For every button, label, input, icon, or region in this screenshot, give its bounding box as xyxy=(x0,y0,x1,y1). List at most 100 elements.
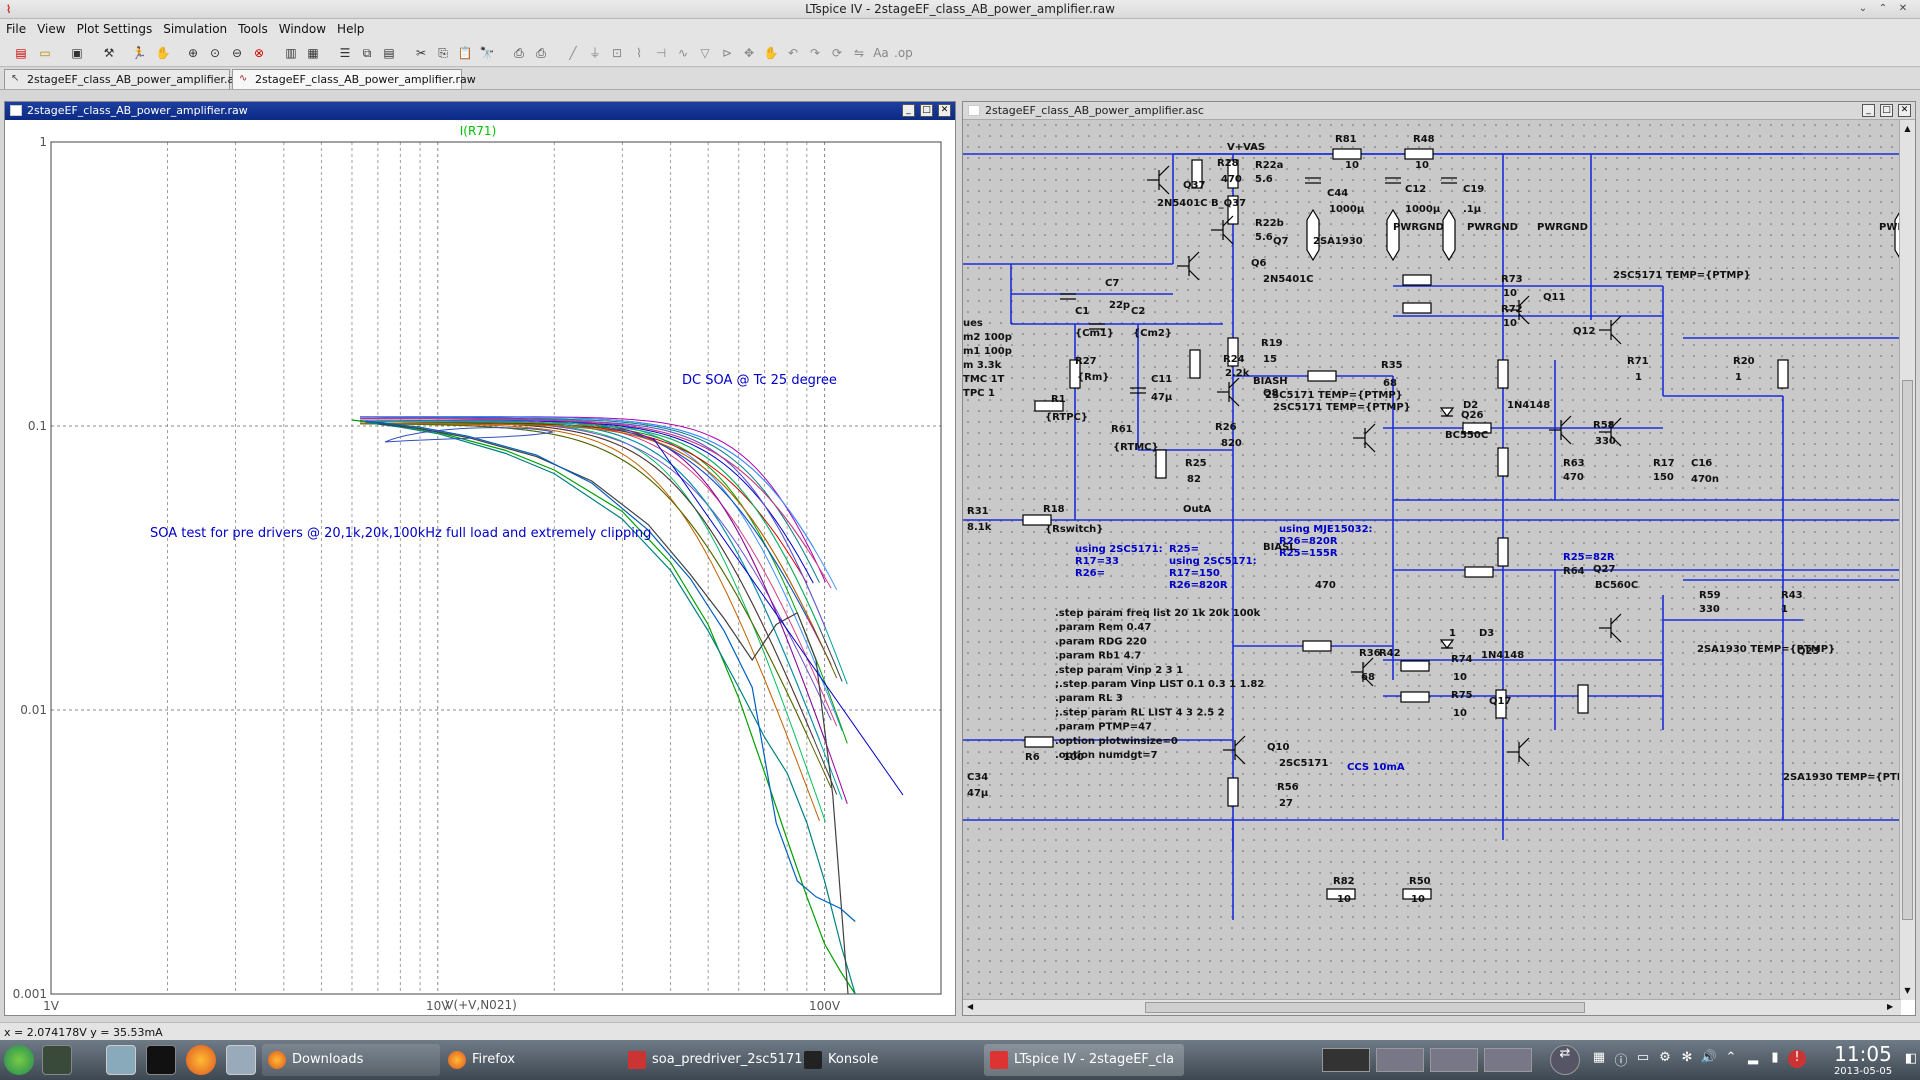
scroll-up-icon[interactable]: ▲ xyxy=(1904,124,1911,133)
update-icon[interactable]: ! xyxy=(1788,1050,1806,1068)
ground-icon[interactable]: ⏚ xyxy=(588,46,601,60)
zoom-out-icon[interactable]: ⊖ xyxy=(231,46,243,60)
label-net-icon[interactable]: ⊡ xyxy=(611,46,623,60)
desktop-icon[interactable] xyxy=(226,1045,256,1075)
drag-icon[interactable]: ✋ xyxy=(763,46,779,60)
halt-icon[interactable]: ✋ xyxy=(155,46,171,60)
control-panel-icon[interactable]: ⚒ xyxy=(103,46,115,60)
settings-gear-icon[interactable]: ⚙ xyxy=(1659,1050,1671,1065)
wifi-signal-icon[interactable]: ▂ xyxy=(1748,1050,1758,1065)
schematic-hscroll-thumb[interactable] xyxy=(1145,1002,1585,1013)
clipboard-icon[interactable]: ▭ xyxy=(1636,1050,1650,1065)
cut-icon[interactable]: ✂ xyxy=(415,46,427,60)
cascade-icon[interactable]: ⧉ xyxy=(362,46,372,60)
task-ltspice[interactable]: LTspice IV - 2stageEF_cla xyxy=(984,1044,1184,1076)
schem-close-icon[interactable]: ✕ xyxy=(1898,104,1911,117)
scroll-down-icon[interactable]: ▼ xyxy=(1904,986,1911,995)
schematic-vscroll-thumb[interactable] xyxy=(1902,380,1913,920)
mirror-icon[interactable]: ⇋ xyxy=(853,46,865,60)
volume-icon[interactable]: 🔊 xyxy=(1700,1050,1718,1065)
clock[interactable]: 11:05 2013-05-05 xyxy=(1826,1042,1900,1077)
close-icon[interactable]: ✕ xyxy=(1898,3,1908,14)
probe-icon[interactable]: ▦ xyxy=(307,46,319,60)
copy-icon[interactable]: ⎘ xyxy=(438,46,448,60)
menu-tools[interactable]: Tools xyxy=(238,22,268,36)
bluetooth-icon[interactable]: ✻ xyxy=(1681,1050,1693,1065)
spice-directive-icon[interactable]: .op xyxy=(894,46,913,60)
trace-run xyxy=(360,416,838,590)
task-firefox[interactable]: Firefox xyxy=(442,1044,620,1076)
run-icon[interactable]: 🏃 xyxy=(131,46,147,60)
minimize-icon[interactable]: ⌄ xyxy=(1858,3,1868,14)
menu-file[interactable]: File xyxy=(6,22,27,36)
file-manager-icon[interactable] xyxy=(106,1045,136,1075)
system-monitor-icon[interactable] xyxy=(42,1045,72,1075)
show-desktop-icon[interactable]: ◧ xyxy=(1904,1051,1918,1066)
new-schematic-icon[interactable]: ▤ xyxy=(15,46,27,60)
schematic-hscroll[interactable]: ◀ ▶ xyxy=(963,999,1901,1015)
menu-simulation[interactable]: Simulation xyxy=(163,22,228,36)
task-pdf[interactable]: soa_predriver_2sc5171.p xyxy=(622,1044,822,1076)
tab-schematic[interactable]: ↖ 2stageEF_class_AB_power_amplifier.asc xyxy=(4,69,246,89)
component-label: R6 xyxy=(1025,752,1040,763)
menu-window[interactable]: Window xyxy=(278,22,327,36)
schematic-vscroll[interactable]: ▲ ▼ xyxy=(1899,120,1915,1000)
undo-icon[interactable]: ↶ xyxy=(787,46,799,60)
print-icon[interactable]: ⎙ xyxy=(536,46,546,60)
component-icon[interactable]: ⊳ xyxy=(721,46,733,60)
battery-icon[interactable]: ▮ xyxy=(1771,1050,1779,1065)
tab-waveform[interactable]: ∿ 2stageEF_class_AB_power_amplifier.raw xyxy=(232,69,476,89)
schem-minimize-icon[interactable]: _ xyxy=(1862,104,1875,117)
schem-maximize-icon[interactable]: □ xyxy=(1880,104,1893,117)
scroll-right-icon[interactable]: ▶ xyxy=(1887,1002,1894,1011)
pager-desktop-1[interactable] xyxy=(1322,1048,1370,1072)
zoom-in-icon[interactable]: ⊕ xyxy=(187,46,199,60)
redo-icon[interactable]: ↷ xyxy=(809,46,821,60)
move-icon[interactable]: ✥ xyxy=(743,46,755,60)
info-icon[interactable]: ⓘ xyxy=(1614,1054,1628,1069)
menu-view[interactable]: View xyxy=(37,22,66,36)
firefox-launcher-icon[interactable] xyxy=(186,1045,216,1075)
window-title: LTspice IV - 2stageEF_class_AB_power_amp… xyxy=(805,2,1115,16)
resistor xyxy=(1024,736,1054,748)
task-downloads[interactable]: Downloads xyxy=(262,1044,440,1076)
wire-icon[interactable]: ╱ xyxy=(569,46,577,60)
pane-maximize-icon[interactable]: □ xyxy=(920,104,933,117)
zoom-pan-icon[interactable]: ⊙ xyxy=(209,46,221,60)
autorange-icon[interactable]: ▥ xyxy=(285,46,297,60)
notifications-icon[interactable]: ▦ xyxy=(1592,1050,1606,1065)
schematic-canvas[interactable]: V+VASR8110R4810C441000µC121000µC19.1µR28… xyxy=(963,120,1899,1000)
menu-help[interactable]: Help xyxy=(337,22,365,36)
diode-icon[interactable]: ▽ xyxy=(700,46,710,60)
tray-expand-icon[interactable]: ⌃ xyxy=(1725,1050,1737,1065)
kde-menu-icon[interactable] xyxy=(4,1045,34,1075)
component-label: 1000µ xyxy=(1405,204,1441,215)
rotate-icon[interactable]: ⟳ xyxy=(831,46,843,60)
text-icon[interactable]: Aa xyxy=(873,46,889,60)
trace-label[interactable]: I(R71) xyxy=(460,124,497,138)
pager-desktop-4[interactable] xyxy=(1484,1048,1532,1072)
open-icon[interactable]: ▭ xyxy=(39,46,51,60)
pager-desktop-3[interactable] xyxy=(1430,1048,1478,1072)
pager-desktop-2[interactable] xyxy=(1376,1048,1424,1072)
pane-minimize-icon[interactable]: _ xyxy=(902,104,915,117)
save-icon[interactable]: ▣ xyxy=(71,46,83,60)
capacitor-icon[interactable]: ⊣ xyxy=(655,46,667,60)
task-konsole[interactable]: Konsole xyxy=(798,1044,976,1076)
inductor-icon[interactable]: ∿ xyxy=(677,46,689,60)
resistor-icon[interactable]: ⌇ xyxy=(636,46,642,60)
tile-horizontal-icon[interactable]: ☰ xyxy=(339,46,351,60)
tile-vertical-icon[interactable]: ▤ xyxy=(383,46,395,60)
find-icon[interactable]: 🔭 xyxy=(479,46,495,60)
component-label: {Rswitch} xyxy=(1045,524,1103,535)
network-icon[interactable]: ⇄ xyxy=(1550,1045,1580,1075)
paste-icon[interactable]: 📋 xyxy=(457,46,473,60)
zoom-fit-icon[interactable]: ⊗ xyxy=(253,46,265,60)
scroll-left-icon[interactable]: ◀ xyxy=(967,1002,974,1011)
menu-plot-settings[interactable]: Plot Settings xyxy=(76,22,153,36)
print-setup-icon[interactable]: ⎙ xyxy=(514,46,524,60)
pane-close-icon[interactable]: ✕ xyxy=(938,104,951,117)
terminal-icon[interactable] xyxy=(146,1045,176,1075)
maximize-icon[interactable]: ⌃ xyxy=(1878,3,1888,14)
